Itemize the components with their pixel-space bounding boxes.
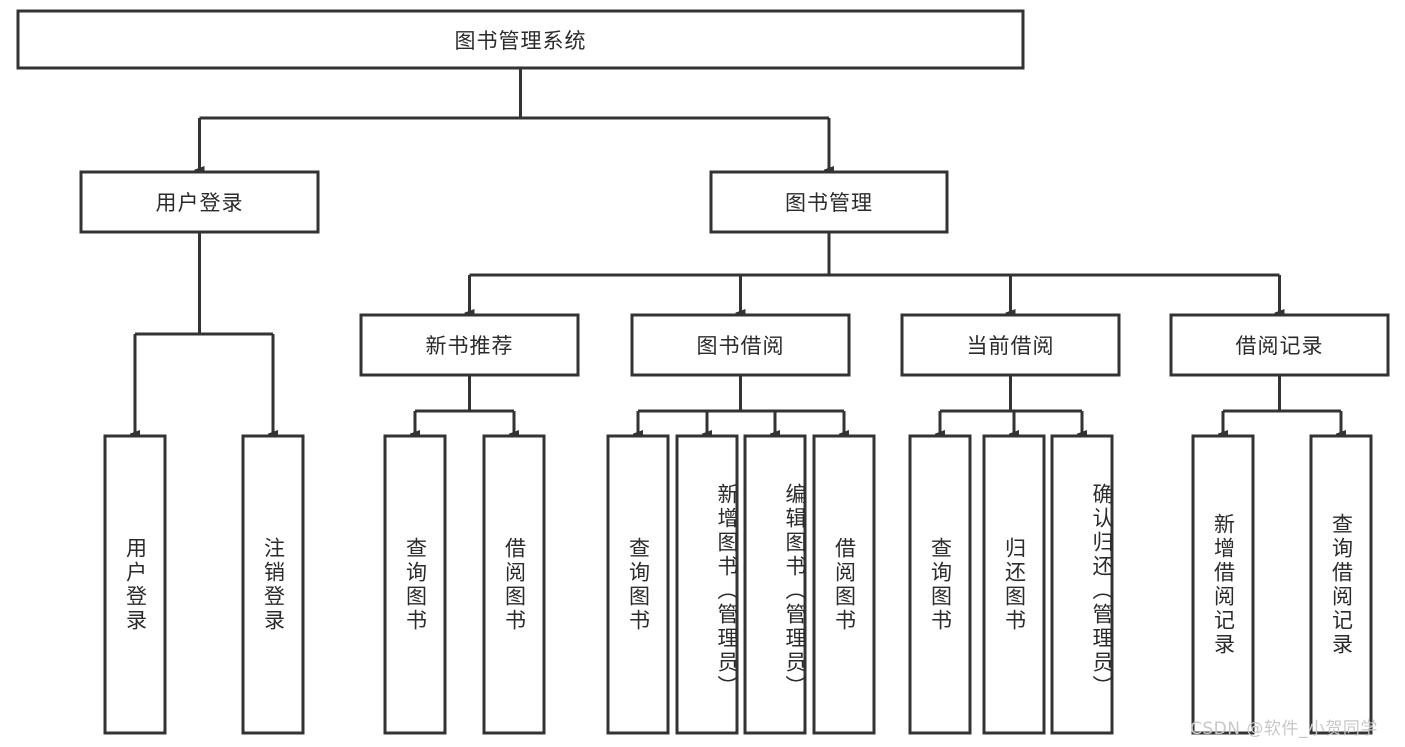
- node-box-br-add-record[interactable]: [1191, 434, 1255, 735]
- node-box-cb-query-book[interactable]: [908, 434, 972, 735]
- node-box-bb-query-book[interactable]: [606, 434, 670, 735]
- node-box-root[interactable]: [16, 9, 1025, 70]
- node-box-new-book-rec[interactable]: [359, 313, 580, 377]
- node-box-book-manage[interactable]: [709, 170, 949, 234]
- node-box-bb-edit-book[interactable]: [743, 434, 807, 735]
- node-box-br-query-record[interactable]: [1309, 434, 1373, 735]
- node-box-cb-confirm-ret[interactable]: [1050, 434, 1114, 735]
- node-box-bb-add-book[interactable]: [675, 434, 739, 735]
- node-box-nbr-query-book[interactable]: [383, 434, 447, 735]
- node-box-borrow-record[interactable]: [1169, 313, 1390, 377]
- watermark-text: CSDN @软件_小贺同学: [1190, 719, 1378, 739]
- node-box-book-borrow[interactable]: [630, 313, 851, 377]
- connector-edges: [135, 68, 1341, 434]
- node-box-nbr-borrow-book[interactable]: [482, 434, 546, 735]
- node-box-current-borrow[interactable]: [900, 313, 1121, 377]
- node-box-user-login-do[interactable]: [103, 434, 167, 735]
- node-box-user-logout[interactable]: [241, 434, 305, 735]
- node-box-cb-return-book[interactable]: [982, 434, 1046, 735]
- node-boxes: [16, 9, 1390, 735]
- node-box-bb-borrow-book[interactable]: [812, 434, 876, 735]
- node-box-user-login[interactable]: [79, 170, 320, 234]
